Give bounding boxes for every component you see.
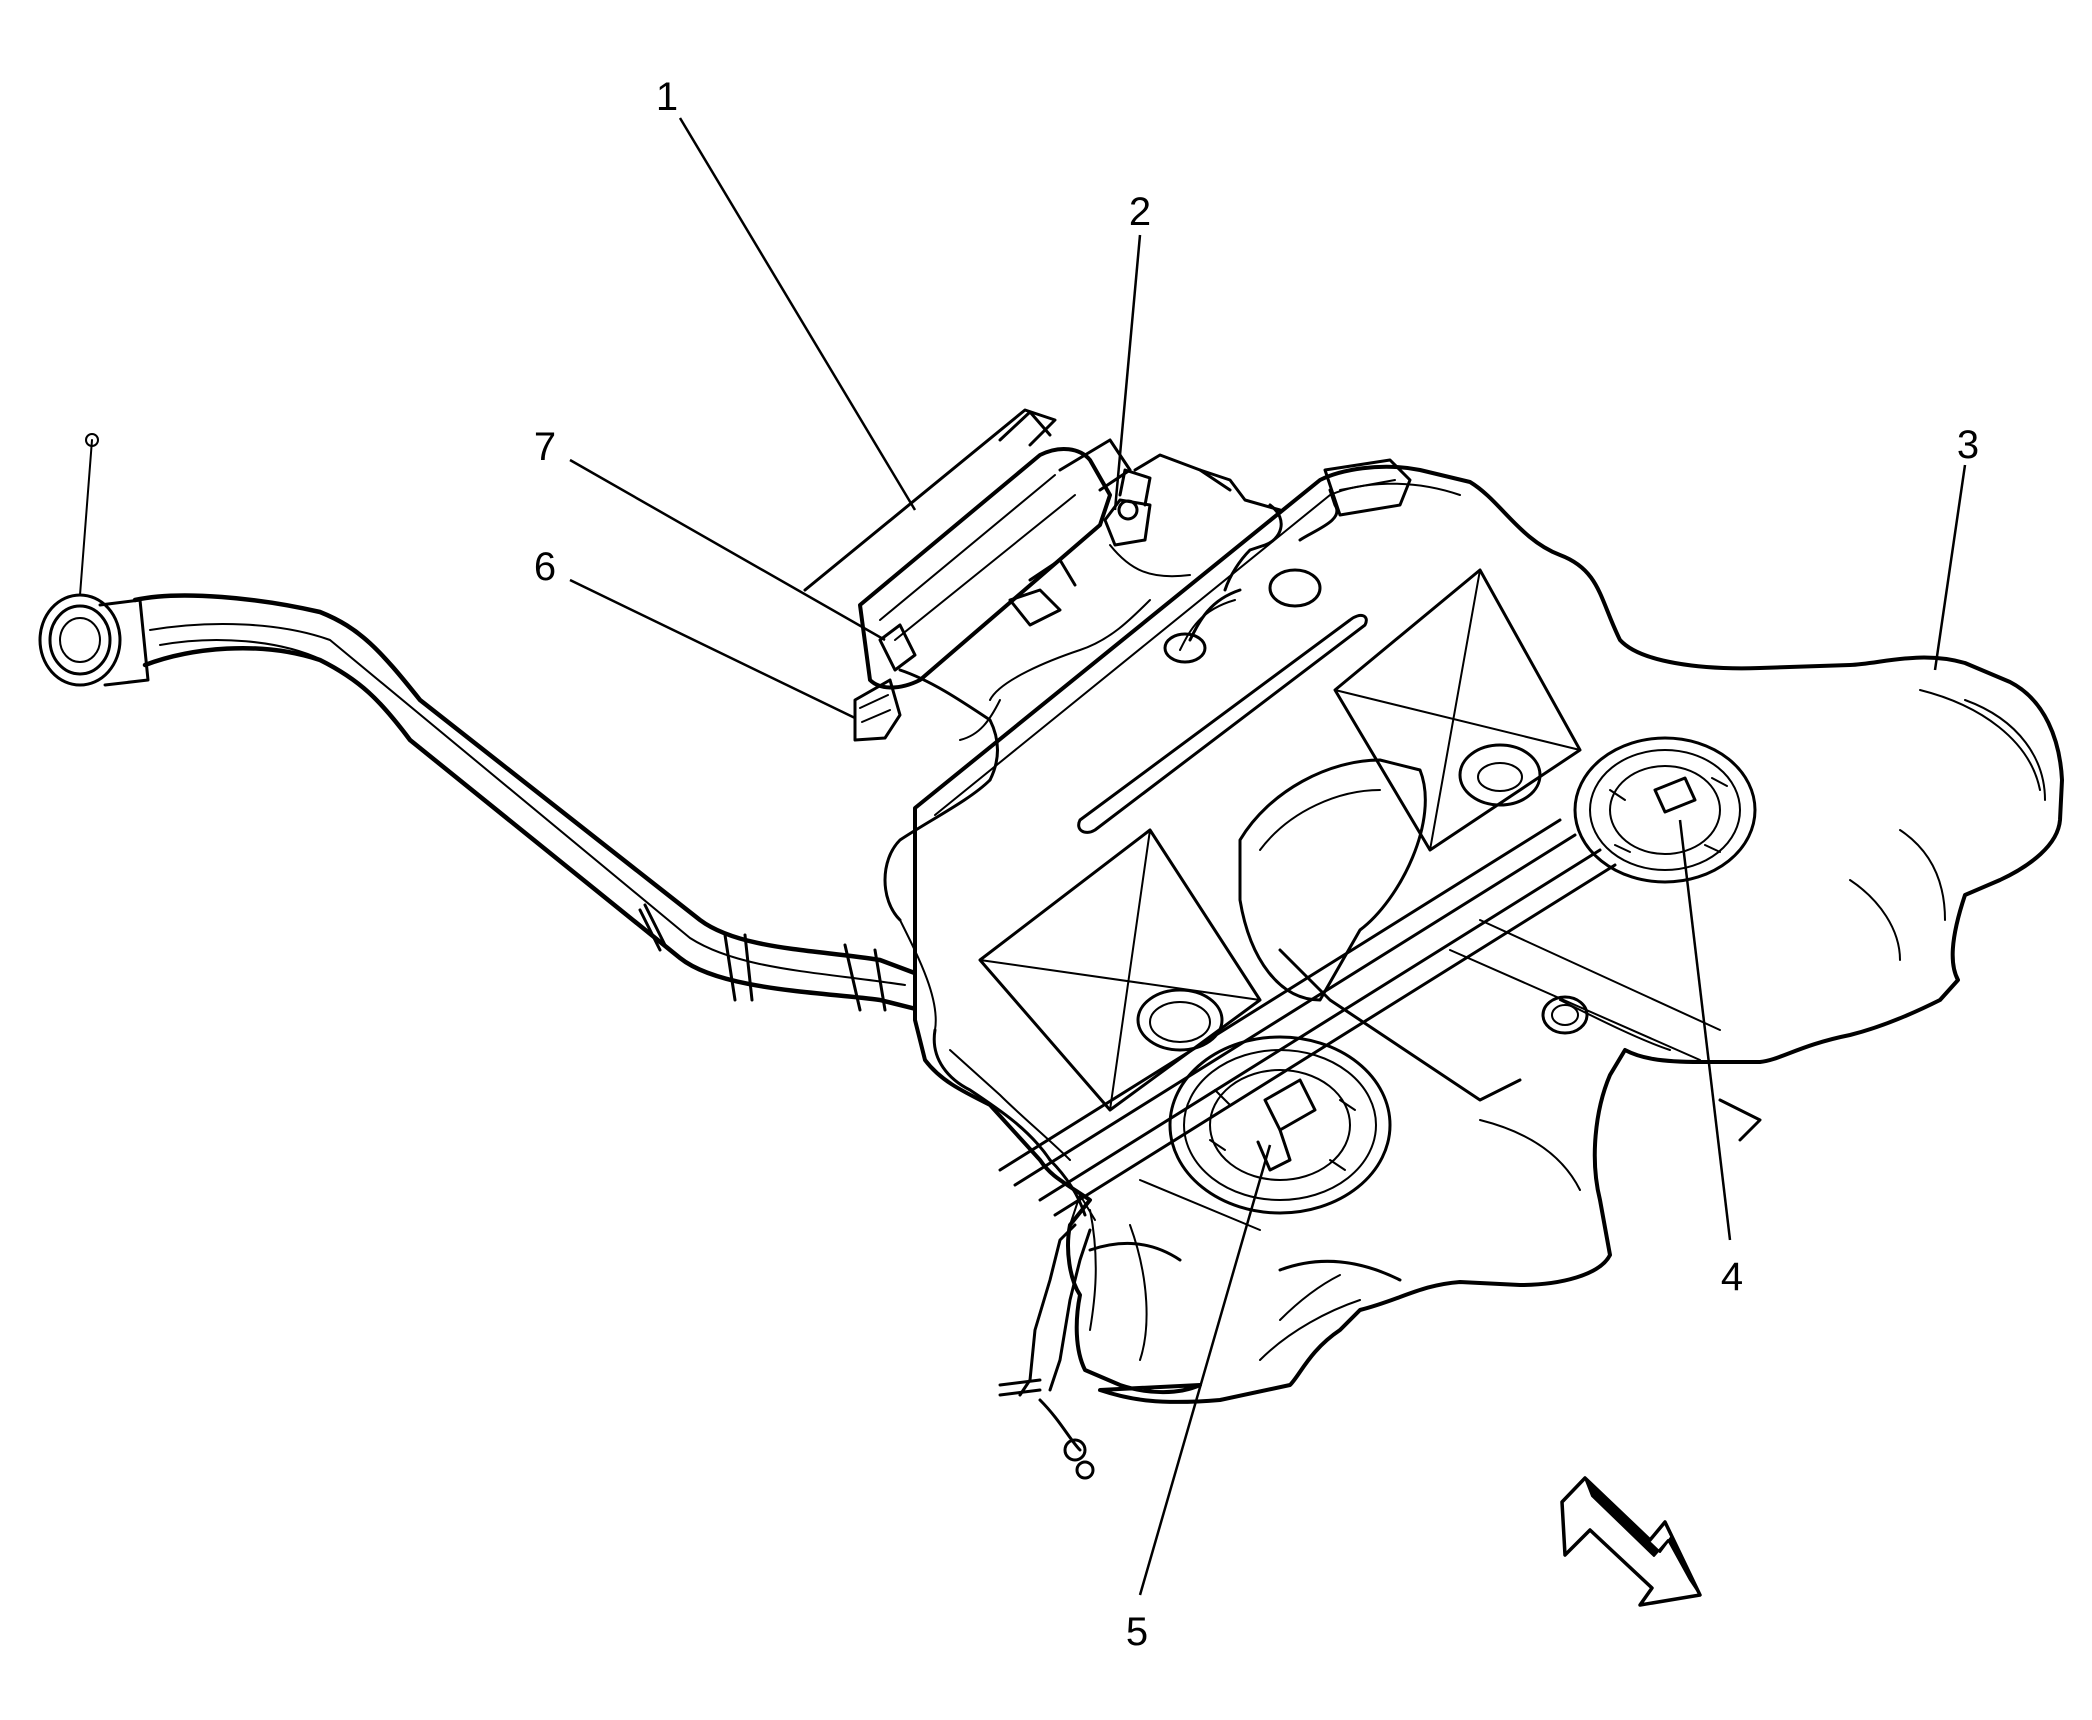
leader-line-7 — [569, 458, 886, 642]
fuel-filler-pipe — [132, 593, 923, 1013]
callout-4: 4 — [1721, 1255, 1743, 1299]
fuel-tank — [913, 464, 2064, 1404]
leader-line-5 — [1138, 1144, 1272, 1596]
leader-line-3 — [1933, 464, 1967, 671]
leader-line-1 — [678, 117, 917, 511]
evap-vent-valve — [1103, 453, 1282, 578]
fuel-feed-lines — [998, 1194, 1096, 1480]
callout-2: 2 — [1129, 190, 1151, 234]
callout-labels: 1 2 3 4 5 6 7 — [534, 75, 1979, 1654]
leader-line-6 — [569, 578, 856, 720]
callout-5: 5 — [1126, 1610, 1148, 1654]
fuel-vapor-lines — [959, 458, 1412, 741]
fuel-level-sender-module — [1573, 736, 1757, 884]
front-direction-arrow-icon — [1560, 1476, 1702, 1607]
evap-canister — [803, 408, 1132, 690]
leader-line-2 — [1113, 234, 1142, 511]
callout-1: 1 — [656, 75, 678, 119]
fuel-tank-harness-connector — [853, 623, 1087, 1217]
leader-line-4 — [1678, 819, 1732, 1241]
fuel-filler-cap — [38, 433, 150, 687]
callout-7: 7 — [534, 425, 556, 469]
fuel-pump-module-primary — [1168, 1035, 1392, 1215]
callout-6: 6 — [534, 545, 556, 589]
callout-3: 3 — [1957, 423, 1979, 467]
callout-leaders — [569, 117, 1967, 1596]
